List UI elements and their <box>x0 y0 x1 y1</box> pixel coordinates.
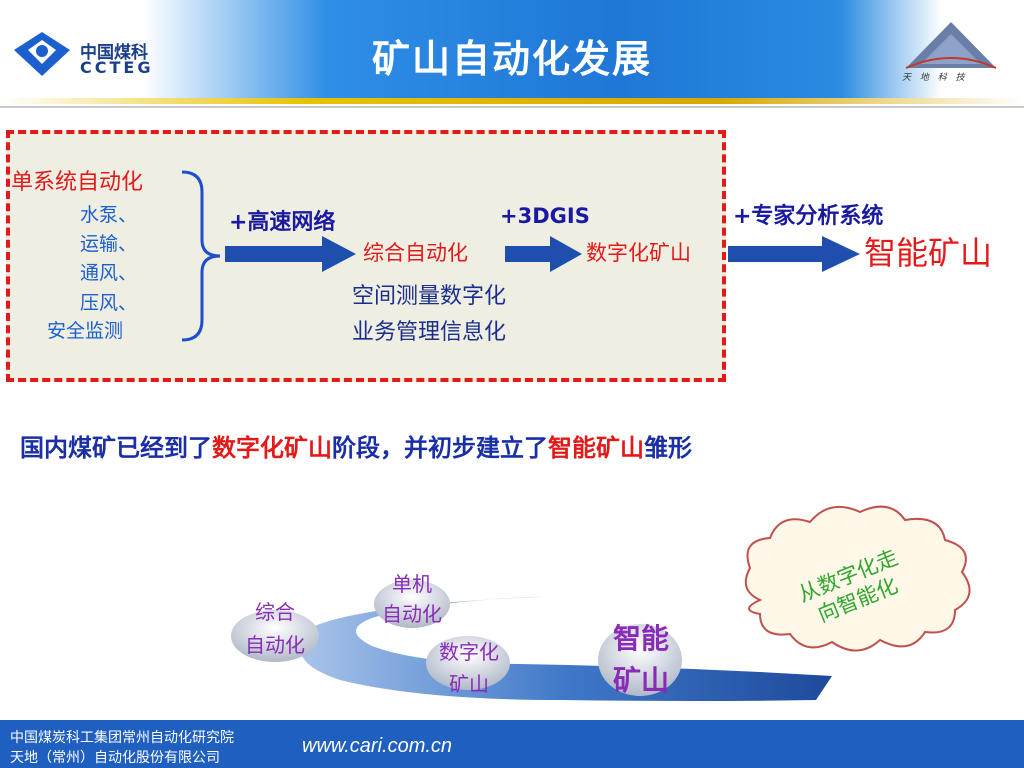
cloud-shape <box>744 505 971 652</box>
stage-label: 综合 <box>255 600 295 624</box>
header-gold-band <box>0 98 1024 104</box>
automation-stage-box <box>6 130 726 382</box>
stage-label-smart: 智能 <box>612 622 669 655</box>
stage-label: 数字化 <box>439 640 499 664</box>
single-item: 运输、 <box>80 233 138 255</box>
stage-label-smart: 矿山 <box>612 664 669 697</box>
conclusion-highlight: 数字化矿山 <box>212 434 332 462</box>
header-divider <box>0 106 1024 108</box>
flow-arrows <box>225 236 860 272</box>
single-item: 压风、 <box>80 292 138 314</box>
tiandi-logo-text: 天 地 科 技 <box>902 73 968 83</box>
label-3dgis: +3DGIS <box>500 204 590 228</box>
arrow-to-digital <box>505 236 582 272</box>
label-expert-system: +专家分析系统 <box>733 204 884 229</box>
single-item: 通风、 <box>80 262 138 284</box>
stage-label: 矿山 <box>449 672 489 696</box>
node-integrated-automation: 综合自动化 <box>363 241 468 265</box>
conclusion-part: 国内煤矿已经到了 <box>20 434 212 462</box>
conclusion-part: 阶段，并初步建立了 <box>332 434 548 462</box>
evolution-diagram <box>231 505 971 701</box>
single-item: 安全监测 <box>47 320 124 342</box>
conclusion-sentence: 国内煤矿已经到了数字化矿山阶段，并初步建立了智能矿山雏形 <box>20 428 692 463</box>
node-smart-mine: 智能矿山 <box>864 234 993 272</box>
logo-name: 中国煤科 <box>80 43 148 63</box>
footer-bar <box>0 720 1024 768</box>
arrow-to-integrated <box>225 236 356 272</box>
ccteg-logo-icon <box>14 32 70 76</box>
stage-label: 单机 <box>392 572 432 596</box>
right-brace-icon <box>181 170 221 342</box>
footer-org-line2: 天地（常州）自动化股份有限公司 <box>10 750 220 766</box>
header-bar <box>0 0 1024 100</box>
stage-label: 自动化 <box>382 602 442 626</box>
footer-url-link[interactable]: www.cari.com.cn <box>302 735 453 757</box>
single-system-title: 单系统自动化 <box>11 170 144 195</box>
single-item: 水泵、 <box>80 204 138 226</box>
footer-org-line1: 中国煤炭科工集团常州自动化研究院 <box>10 730 234 746</box>
stage-label: 自动化 <box>245 633 305 657</box>
node-digital-mine: 数字化矿山 <box>586 241 691 265</box>
arrow-to-smart <box>728 236 860 272</box>
conclusion-part: 雏形 <box>644 434 692 462</box>
logo-abbr: CCTEG <box>80 58 154 77</box>
note-spatial-survey: 空间测量数字化 <box>352 284 507 309</box>
conclusion-highlight: 智能矿山 <box>548 434 644 462</box>
stage-pill <box>598 624 682 696</box>
note-business-management: 业务管理信息化 <box>352 320 507 345</box>
stage-pill <box>374 580 450 628</box>
label-high-speed-network: +高速网络 <box>229 210 336 235</box>
page-title: 矿山自动化发展 <box>371 37 652 81</box>
stage-pill <box>426 636 510 690</box>
stage-pill <box>231 610 319 662</box>
tiandi-logo-icon <box>905 22 997 69</box>
